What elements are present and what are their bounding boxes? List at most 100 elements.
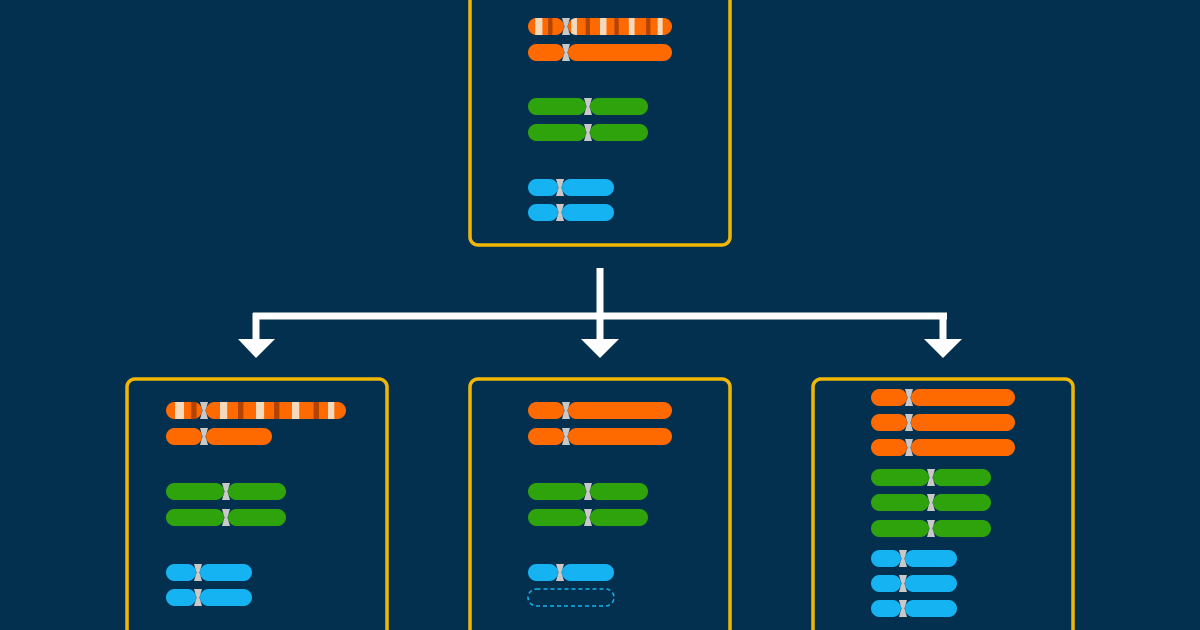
chromosome-green bbox=[166, 483, 286, 500]
chromosome-blue bbox=[528, 204, 614, 221]
chromosome-arm-fill bbox=[528, 179, 614, 196]
chromosome-band bbox=[614, 18, 619, 35]
chromosome-orange bbox=[871, 389, 1015, 406]
chromosome-blue bbox=[528, 564, 614, 581]
chromosome-arm-fill bbox=[871, 414, 1015, 431]
chromosome-arms bbox=[528, 44, 672, 61]
chromosome-band bbox=[535, 18, 543, 35]
chromosome-arm-fill bbox=[871, 550, 957, 567]
chromosome-arm-fill bbox=[166, 564, 252, 581]
centromere bbox=[927, 494, 935, 511]
chromosome-blue bbox=[871, 600, 957, 617]
child-cell-right bbox=[871, 389, 1015, 617]
child-cell-right-frame bbox=[811, 377, 1075, 630]
centromere bbox=[905, 414, 913, 431]
chromosome-arms bbox=[528, 428, 672, 445]
chromosome-arm-fill bbox=[528, 402, 672, 419]
centromere bbox=[584, 483, 592, 500]
chromosome-arms bbox=[166, 402, 346, 419]
chromosome-arms bbox=[528, 564, 614, 581]
chromosome-arm-fill bbox=[871, 439, 1015, 456]
chromosome-blue bbox=[166, 564, 252, 581]
chromosome-arm-fill bbox=[871, 600, 957, 617]
chromosome-band bbox=[585, 18, 590, 35]
chromosome-orange bbox=[528, 428, 672, 445]
chromosome-blue bbox=[166, 589, 252, 606]
chromosome-blue-missing bbox=[527, 588, 615, 607]
chromosome-orange bbox=[528, 402, 672, 419]
centromere bbox=[584, 509, 592, 526]
centromere bbox=[899, 600, 907, 617]
child-cell-left-frame bbox=[125, 377, 389, 630]
centromere bbox=[927, 469, 935, 486]
child-cell-middle-frame bbox=[468, 377, 732, 630]
chromosome-arms bbox=[871, 414, 1015, 431]
centromere bbox=[200, 402, 208, 419]
chromosome-band bbox=[313, 402, 319, 419]
centromere bbox=[562, 18, 570, 35]
chromosome-arms bbox=[166, 589, 252, 606]
centromere bbox=[905, 439, 913, 456]
chromosome-arm-fill bbox=[528, 204, 614, 221]
centromere bbox=[556, 564, 564, 581]
chromosome-orange bbox=[871, 414, 1015, 431]
chromosome-arms bbox=[871, 439, 1015, 456]
child-cell-middle bbox=[527, 402, 672, 607]
chromosome-arm-fill bbox=[871, 575, 957, 592]
cell-frames bbox=[125, 0, 1075, 630]
chromosome-arm-fill bbox=[528, 564, 614, 581]
centromere bbox=[200, 428, 208, 445]
chromosome-band bbox=[238, 402, 244, 419]
chromosome-orange-elongated bbox=[166, 402, 346, 419]
chromosome-arm-fill bbox=[528, 44, 672, 61]
chromosome-arm-fill bbox=[871, 389, 1015, 406]
chromosome-arms bbox=[528, 18, 672, 35]
chromosome-orange bbox=[871, 439, 1015, 456]
centromere bbox=[584, 98, 592, 115]
chromosome-arm-fill bbox=[166, 589, 252, 606]
arrowhead-left-icon bbox=[238, 339, 275, 358]
chromosome-band bbox=[657, 18, 663, 35]
chromosome-band bbox=[191, 402, 197, 419]
chromosome-arms bbox=[871, 389, 1015, 406]
centromere bbox=[194, 564, 202, 581]
chromosome-green bbox=[871, 469, 991, 486]
centromere bbox=[556, 204, 564, 221]
chromosome-green bbox=[166, 509, 286, 526]
chromosome-green bbox=[528, 124, 648, 141]
arrowhead-right-icon bbox=[924, 339, 962, 358]
centromere bbox=[562, 428, 570, 445]
centromere bbox=[905, 389, 913, 406]
centromere bbox=[222, 483, 230, 500]
chromosome-orange bbox=[528, 18, 672, 35]
chromosome-green bbox=[528, 98, 648, 115]
centromere bbox=[584, 124, 592, 141]
chromosome-arms bbox=[166, 564, 252, 581]
centromere bbox=[222, 509, 230, 526]
centromere bbox=[899, 550, 907, 567]
parent-cell bbox=[528, 18, 672, 221]
centromere bbox=[927, 520, 935, 537]
chromosome-band bbox=[274, 402, 280, 419]
chromosome-arms bbox=[871, 600, 957, 617]
child-cell-left bbox=[166, 402, 346, 606]
parent-cell-frame bbox=[468, 0, 732, 247]
centromere bbox=[194, 589, 202, 606]
chromosome-green bbox=[528, 509, 648, 526]
chromosome-band bbox=[292, 402, 300, 419]
chromosome-band bbox=[646, 18, 651, 35]
chromosome-band bbox=[256, 402, 265, 419]
chromosome-arms bbox=[166, 428, 272, 445]
centromere bbox=[899, 575, 907, 592]
chromosome-orange bbox=[528, 44, 672, 61]
chromosome-green bbox=[871, 494, 991, 511]
chromosome-arms bbox=[871, 550, 957, 567]
division-connector bbox=[252, 268, 947, 340]
chromosome-arms bbox=[528, 402, 672, 419]
chromosome-band bbox=[175, 402, 184, 419]
chromosome-green bbox=[871, 520, 991, 537]
chromosome-arm-fill bbox=[166, 428, 272, 445]
chromosome-band bbox=[548, 18, 553, 35]
chromosome-arm-fill bbox=[528, 428, 672, 445]
